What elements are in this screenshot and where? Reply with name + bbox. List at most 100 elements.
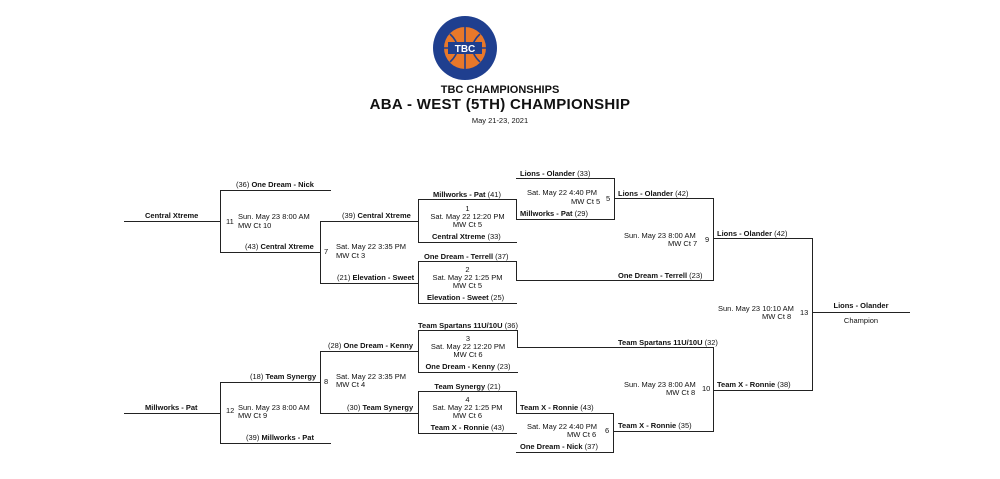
bracket-line — [320, 351, 321, 413]
bracket-line — [516, 280, 714, 281]
g6-winner: Team X - Ronnie (35) — [618, 421, 692, 430]
bracket-line — [418, 199, 517, 200]
bracket-line — [418, 391, 419, 433]
g6-number: 6 — [605, 426, 610, 435]
g9-winner: Lions - Olander (42) — [717, 229, 788, 238]
bracket-line — [418, 242, 517, 243]
g5-number: 5 — [606, 194, 611, 203]
g13-court: MW Ct 8 — [762, 312, 792, 321]
bracket-line — [220, 443, 331, 444]
bracket-line — [516, 219, 615, 220]
g8-number: 8 — [324, 377, 329, 386]
bracket-line — [812, 312, 910, 313]
bracket-line — [713, 347, 714, 431]
bracket-line — [418, 433, 517, 434]
bracket-line — [418, 330, 419, 372]
g10-time: Sun. May 23 8:00 AM — [624, 380, 696, 389]
bracket-line — [220, 382, 221, 443]
bracket-line — [613, 431, 714, 432]
g3-bottom-team: One Dream - Kenny (23) — [425, 362, 511, 371]
g10-number: 10 — [702, 384, 711, 393]
bracket-line — [516, 413, 614, 414]
g2-number: 2 — [465, 265, 470, 274]
bracket-line — [517, 347, 714, 348]
g8-time: Sat. May 22 3:35 PM — [336, 372, 407, 381]
bracket-line — [220, 252, 320, 253]
g10-court: MW Ct 8 — [666, 388, 696, 397]
g3-number: 3 — [465, 334, 471, 343]
g12-number: 12 — [226, 406, 235, 415]
bracket-line — [320, 413, 418, 414]
g12-bottom-team: (39) Millworks - Pat — [246, 433, 314, 442]
g10-top-team: Team Spartans 11U/10U (32) — [618, 338, 718, 347]
g1-bottom-team: Central Xtreme (33) — [432, 232, 501, 241]
g8-bottom-team: (30) Team Synergy — [347, 403, 414, 412]
g3-top-team: Team Spartans 11U/10U (36) — [418, 321, 518, 330]
bracket-line — [614, 198, 714, 199]
page-title: ABA - WEST (5TH) CHAMPIONSHIP — [369, 96, 631, 113]
g5-bottom-team: Millworks - Pat (29) — [520, 209, 588, 218]
g11-court: MW Ct 10 — [238, 221, 272, 230]
bracket-line — [320, 351, 418, 352]
g1-number: 1 — [465, 204, 470, 213]
g4-time: Sat. May 22 1:25 PM — [432, 403, 503, 412]
champion-team: Lions - Olander — [833, 301, 889, 310]
bracket-line — [418, 261, 517, 262]
g7-top-team: (39) Central Xtreme — [342, 211, 411, 220]
bracket-line — [124, 413, 220, 414]
bracket-line — [516, 199, 517, 219]
g6-top-team: Team X - Ronnie (43) — [520, 403, 594, 412]
g9-bottom-team: One Dream - Terrell (23) — [618, 271, 703, 280]
bracket-line — [517, 330, 518, 347]
bracket-line — [124, 221, 220, 222]
g3-time: Sat. May 22 12:20 PM — [430, 342, 506, 351]
championship-subtitle: TBC CHAMPIONSHIPS — [440, 84, 560, 96]
bracket-line — [812, 238, 813, 390]
g2-court: MW Ct 5 — [452, 281, 483, 290]
g6-court: MW Ct 6 — [567, 430, 597, 439]
bracket-line — [516, 261, 517, 280]
g2-time: Sat. May 22 1:25 PM — [432, 273, 503, 282]
g12-court: MW Ct 9 — [238, 411, 268, 420]
g2-left-team: (21) Elevation - Sweet — [337, 273, 415, 282]
bracket-line — [320, 221, 321, 283]
bracket-line — [418, 391, 517, 392]
bracket-line — [418, 330, 518, 331]
g13-number: 13 — [800, 308, 809, 317]
g13-time: Sun. May 23 10:10 AM — [718, 304, 794, 313]
g2-bottom-team: Elevation - Sweet (25) — [427, 293, 505, 302]
g12-top-team: (18) Team Synergy — [250, 372, 317, 381]
g5-court: MW Ct 5 — [571, 197, 601, 206]
tbc-logo: TBC — [433, 16, 497, 80]
g7-number: 7 — [324, 247, 329, 256]
g5-time: Sat. May 22 4:40 PM — [527, 188, 598, 197]
bracket-line — [320, 283, 418, 284]
champion-label: Champion — [843, 316, 879, 325]
g11-time: Sun. May 23 8:00 AM — [238, 212, 310, 221]
bracket-line — [220, 190, 331, 191]
g7-time: Sat. May 22 3:35 PM — [336, 242, 407, 251]
g6-time: Sat. May 22 4:40 PM — [527, 422, 598, 431]
g5-top-team: Lions - Olander (33) — [520, 169, 591, 178]
bracket-line — [220, 382, 320, 383]
g3-court: MW Ct 6 — [453, 350, 483, 359]
g10-winner: Team X - Ronnie (38) — [717, 380, 791, 389]
bracket-line — [220, 190, 221, 252]
g12-time: Sun. May 23 8:00 AM — [238, 403, 310, 412]
g9-court: MW Ct 7 — [668, 239, 698, 248]
g4-court: MW Ct 6 — [452, 411, 483, 420]
bracket-line — [516, 452, 614, 453]
bracket-line — [613, 413, 614, 452]
bracket-line — [516, 391, 517, 413]
g8-court: MW Ct 4 — [336, 380, 366, 389]
bracket-line — [418, 372, 518, 373]
svg-text:TBC: TBC — [455, 44, 476, 55]
g8-top-team: (28) One Dream - Kenny — [328, 341, 414, 350]
bracket-line — [713, 238, 813, 239]
g1-court: MW Ct 5 — [452, 220, 483, 229]
g7-bottom-team: (43) Central Xtreme — [245, 242, 314, 251]
bracket-line — [418, 261, 419, 303]
g9-number: 9 — [705, 235, 710, 244]
entry-team-left: Central Xtreme — [145, 211, 199, 220]
bracket-line — [713, 198, 714, 280]
